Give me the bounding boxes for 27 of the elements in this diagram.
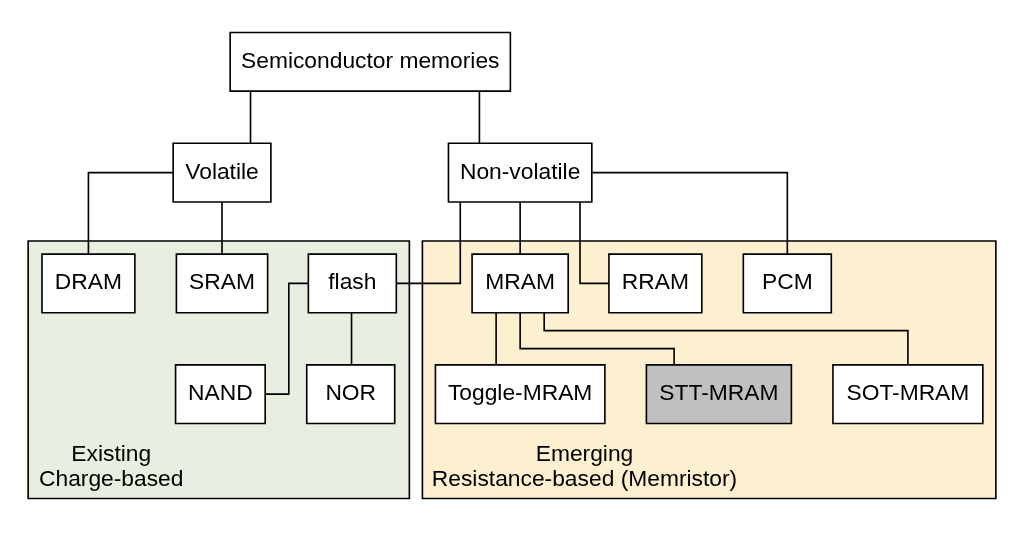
node-box: Non-volatile xyxy=(447,142,593,203)
node-box: SOT-MRAM xyxy=(832,363,984,424)
connector xyxy=(519,311,675,365)
connector xyxy=(87,171,174,255)
node-box: STT-MRAM xyxy=(645,363,793,424)
node-box: Semiconductor memories xyxy=(229,31,512,92)
connector xyxy=(478,90,481,144)
connector xyxy=(249,90,252,144)
connector xyxy=(221,201,223,254)
node-box: Toggle-MRAM xyxy=(434,363,606,424)
connector xyxy=(591,171,789,255)
node-box: SRAM xyxy=(175,252,269,314)
connector xyxy=(396,201,462,284)
connector xyxy=(579,201,610,284)
node-box: Volatile xyxy=(172,142,272,203)
node-box: NOR xyxy=(305,363,396,424)
node-box: flash xyxy=(307,252,398,314)
node-box: PCM xyxy=(742,252,833,314)
connector xyxy=(519,201,521,254)
connector xyxy=(350,311,353,365)
connector xyxy=(264,282,310,395)
node-box: MRAM xyxy=(471,252,570,314)
node-box: NAND xyxy=(174,363,266,424)
node-box: RRAM xyxy=(608,252,703,314)
node-box: DRAM xyxy=(41,252,136,314)
connector xyxy=(543,311,909,365)
connector xyxy=(495,311,497,365)
